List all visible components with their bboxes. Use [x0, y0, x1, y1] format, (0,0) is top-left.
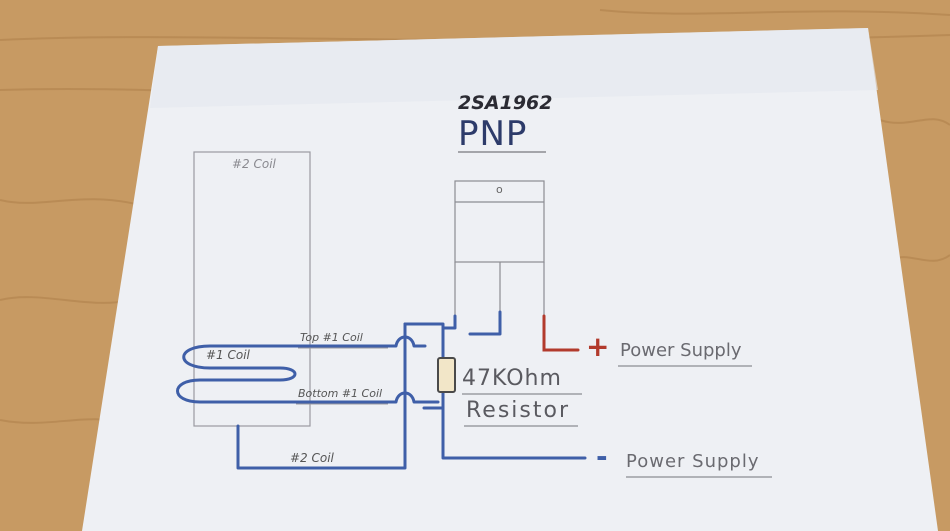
- coil1-winding: [176, 344, 298, 404]
- wire-plus: [542, 314, 580, 352]
- coil2-outline-label: #2 Coil: [232, 157, 276, 171]
- wire-pin-mid: [468, 310, 502, 336]
- resistor-body: [437, 357, 456, 393]
- wire-minus: [441, 406, 587, 460]
- transistor-pin-marker: o: [496, 183, 503, 196]
- plus-symbol: +: [586, 330, 610, 363]
- transistor-part-number: 2SA1962: [458, 92, 553, 114]
- coil2-outline: [193, 151, 311, 427]
- minus-symbol: -: [596, 440, 608, 473]
- resistor-word-label: Resistor: [466, 398, 570, 423]
- wire-coil2: [236, 322, 407, 470]
- wire-pin-left: [441, 314, 457, 330]
- top-coil1-label: Top #1 Coil: [300, 331, 363, 344]
- transistor-type: PNP: [458, 114, 528, 154]
- coil2-wire-label: #2 Coil: [290, 451, 334, 465]
- paper-shade: [150, 28, 878, 108]
- bottom-coil1-label: Bottom #1 Coil: [298, 387, 383, 400]
- power-supply-plus-label: Power Supply: [620, 340, 742, 361]
- resistor-value-label: 47KOhm: [462, 366, 562, 391]
- power-supply-minus-label: Power Supply: [626, 451, 760, 472]
- coil1-winding-label: #1 Coil: [206, 348, 250, 362]
- paper-sheet: [82, 28, 938, 531]
